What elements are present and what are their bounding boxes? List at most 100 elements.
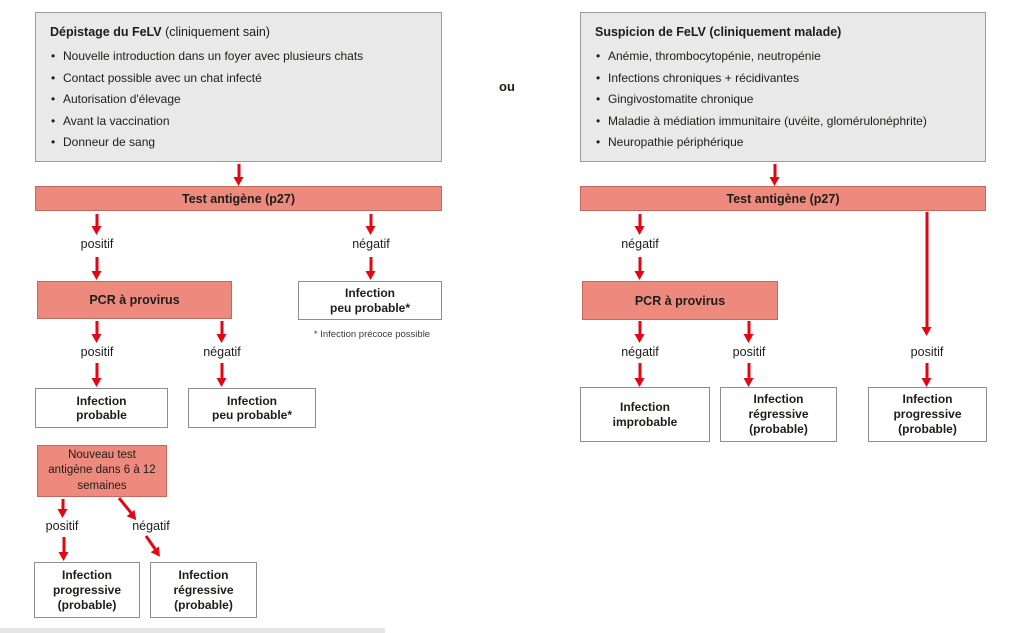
branch-label-negatif: négatif [203,345,241,359]
bullet-text: Contact possible avec un chat infecté [63,70,262,85]
box-text-line: régressive [173,582,234,597]
box-text-line: progressive [52,582,122,597]
box-text-line: peu probable* [329,300,410,315]
bullet-item: Contact possible avec un chat infecté [50,68,427,90]
bullet-text: Neuropathie périphérique [608,135,744,149]
box-text-line: Infection [62,567,112,582]
box-text-line: Infection [345,286,395,300]
box-text-line: semaines [77,479,127,492]
bullet-text: Avant la vaccination [63,113,170,128]
bullet-item: Anémie, thrombocytopénie, neutropénie [595,46,971,68]
bottom-page-edge [0,628,385,633]
branch-label-positif: positif [45,519,79,533]
outcome-box-infection-probable: Infection probable [35,388,168,428]
box-text-line: (probable) [749,422,808,436]
antigen-test-bar: Test antigène (p27) [35,186,442,211]
retest-antigen-box: Nouveau test antigène dans 6 à 12 semain… [37,445,167,497]
pcr-provirus-box: PCR à provirus [582,281,778,320]
bullet-item: Neuropathie périphérique [595,132,971,154]
flow-arrow [634,257,645,280]
flow-arrow [216,321,227,343]
branch-label-negatif: négatif [132,519,170,533]
flow-arrow [144,535,157,550]
flow-arrow [743,363,754,387]
box-text-line: (probable) [174,597,233,612]
flow-arrow [91,257,102,280]
box-text-line: peu probable* [211,408,292,422]
bullet-item: Maladie à médiation immunitaire (uvéite,… [595,111,971,133]
branch-label-negatif: négatif [352,237,390,251]
bullet-item: Infections chroniques + récidivantes [595,68,971,90]
box-text-line: régressive [748,407,809,421]
box-text-line: Infection [227,393,277,408]
flow-arrow [743,321,754,343]
box-text-line: (probable) [57,597,117,612]
outcome-box-infection-progressive: Infection progressive (probable) [868,387,987,442]
outcome-box-infection-unlikely: Infection peu probable* [188,388,316,428]
pcr-provirus-label: PCR à provirus [634,293,726,308]
flow-arrow [365,214,376,235]
screening-indications-panel: Dépistage du FeLV (cliniquement sain) No… [35,12,442,162]
flow-arrow [634,321,645,343]
box-text-line: Infection [753,392,804,406]
antigen-test-bar: Test antigène (p27) [580,186,986,211]
flow-arrow [634,363,645,387]
branch-label-positif: positif [732,345,766,359]
panel-title: Dépistage du FeLV (cliniquement sain) [50,24,427,41]
bullet-text: Anémie, thrombocytopénie, neutropénie [608,49,821,63]
outcome-box-infection-progressive: Infection progressive (probable) [34,562,140,618]
flow-arrow [91,214,102,235]
branch-label-positif: positif [910,345,944,359]
flow-arrow [634,214,645,235]
branch-label-negatif: négatif [621,237,659,251]
bullet-text: Autorisation d'élevage [63,92,181,106]
flow-arrow [117,497,133,514]
outcome-box-infection-improbable: Infection improbable [580,387,710,442]
outcome-box-infection-unlikely: Infection peu probable* [298,281,442,320]
pcr-provirus-label: PCR à provirus [89,293,180,307]
antigen-test-label: Test antigène (p27) [726,191,840,206]
box-text-line: (probable) [898,422,957,436]
flow-arrow [58,537,69,561]
bullet-item: Gingivostomatite chronique [595,89,971,111]
box-text-line: antigène dans 6 à 12 [48,464,156,477]
bullet-item: Avant la vaccination [50,111,427,133]
box-text-line: Nouveau test [68,448,136,461]
box-text-line: Infection [76,393,127,408]
outcome-box-infection-regressive: Infection régressive (probable) [720,387,837,442]
bullet-text: Donneur de sang [63,135,156,149]
antigen-test-label: Test antigène (p27) [182,191,295,206]
bullet-item: Nouvelle introduction dans un foyer avec… [50,46,427,68]
box-text-line: progressive [893,407,962,421]
flow-arrow [365,257,376,280]
flow-arrow [921,212,932,336]
panel-title-bold: Dépistage du FeLV [50,25,162,39]
flow-arrow [216,363,227,387]
bullet-text: Gingivostomatite chronique [608,92,754,106]
branch-label-positif: positif [80,345,114,359]
outcome-box-infection-regressive: Infection régressive (probable) [150,562,257,618]
flow-arrow [57,499,68,518]
flow-arrow [233,164,244,186]
flow-arrow [91,363,102,387]
bullet-item: Donneur de sang [50,132,427,154]
panel-title: Suspicion de FeLV (cliniquement malade) [595,24,971,41]
bullet-text: Infections chroniques + récidivantes [608,70,800,85]
box-text-line: Infection [620,400,670,414]
bullet-item: Autorisation d'élevage [50,89,427,111]
branch-label-negatif: négatif [621,345,659,359]
box-text-line: Infection [902,392,953,406]
flow-arrow [769,164,780,186]
pcr-provirus-box: PCR à provirus [37,281,232,319]
box-text-line: probable [76,408,127,422]
bullet-text: Nouvelle introduction dans un foyer avec… [63,49,364,63]
box-text-line: improbable [612,414,678,429]
or-label: ou [499,79,515,94]
flow-arrow [921,363,932,387]
panel-title-bold: Suspicion de FeLV (cliniquement malade) [595,25,842,39]
panel-title-normal: (cliniquement sain) [161,25,270,39]
flow-arrow [91,321,102,343]
footnote: * Infection précoce possible [313,329,431,340]
box-text-line: Infection [178,567,229,582]
